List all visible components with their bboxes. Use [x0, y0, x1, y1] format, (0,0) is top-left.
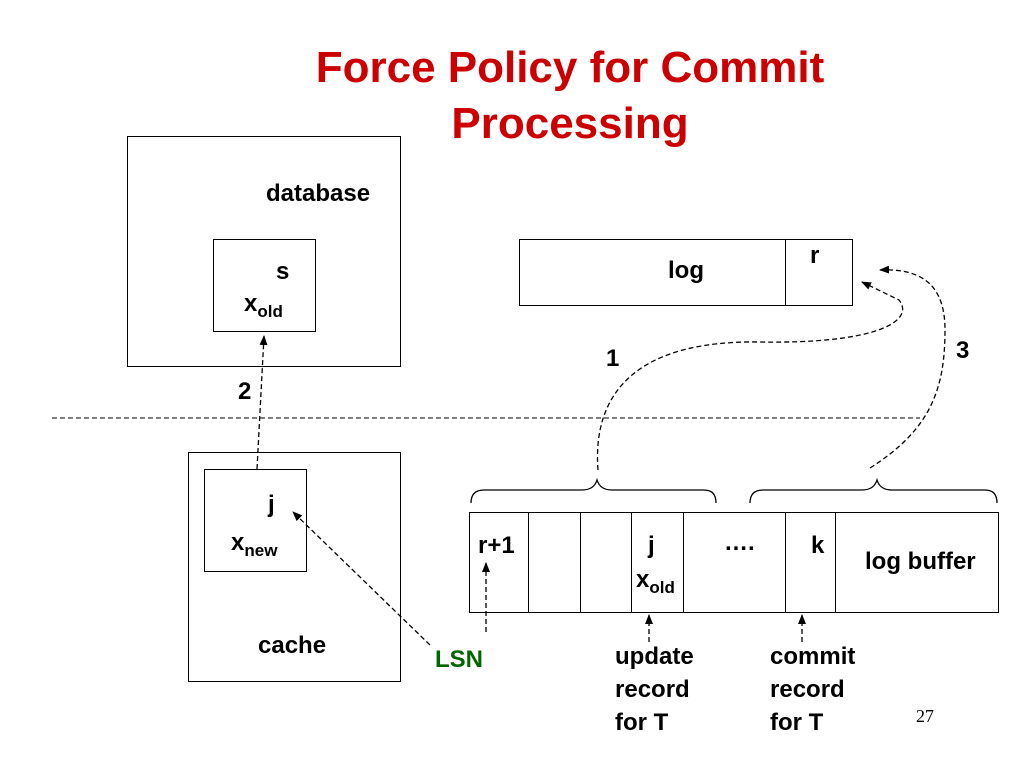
update-record-line: update: [615, 643, 694, 670]
log-buffer-divider: [528, 512, 529, 613]
log-buffer-divider: [631, 512, 632, 613]
commit-record-line: for T: [770, 709, 824, 736]
log-label: log: [668, 257, 704, 284]
cache-page-value: xnew: [231, 530, 277, 564]
log-buffer-divider: [580, 512, 581, 613]
update-record-line: for T: [615, 709, 669, 736]
log-buffer-box: [469, 512, 999, 613]
log-tail-label: r: [810, 242, 820, 269]
log-buffer-update-cell: j: [648, 532, 655, 559]
log-tail-divider: [785, 239, 786, 306]
step-2-arrow: [256, 335, 268, 470]
commit-record-line: record: [770, 676, 845, 703]
database-page-value: xold: [244, 291, 283, 325]
database-box: [127, 136, 401, 367]
title-line-1: Force Policy for Commit: [315, 43, 825, 92]
log-buffer-ellipsis: ….: [724, 529, 755, 556]
cache-page-box: [204, 469, 307, 572]
database-value-var: x: [244, 290, 258, 317]
cache-value-var: x: [231, 529, 245, 556]
log-buffer-divider: [835, 512, 836, 613]
commit-record-line: commit: [770, 643, 856, 670]
log-buffer-commit-cell: k: [811, 532, 825, 559]
database-label: database: [266, 180, 371, 207]
cache-value-sub: new: [244, 541, 278, 560]
log-buffer-divider: [683, 512, 684, 613]
database-value-sub: old: [257, 302, 283, 321]
log-buffer-first-cell: r+1: [478, 532, 515, 559]
log-buffer-brace-left: [470, 477, 717, 504]
log-buffer-update-sub: old: [649, 578, 675, 597]
cache-page-id: j: [268, 491, 275, 518]
log-buffer-update-var: x: [636, 566, 650, 593]
log-buffer-brace-right: [749, 477, 998, 504]
lsn-label: LSN: [435, 646, 483, 673]
step-2-label: 2: [238, 378, 252, 405]
slide-title: Force Policy for Commit Processing: [240, 40, 900, 152]
lsn-arrow: [292, 511, 431, 646]
log-buffer-update-value: xold: [636, 567, 675, 601]
database-page-id: s: [276, 258, 290, 285]
step-3-arrow: [869, 265, 946, 469]
cache-label: cache: [258, 632, 327, 659]
page-number: 27: [916, 706, 934, 726]
log-buffer-divider: [785, 512, 786, 613]
log-buffer-label: log buffer: [865, 548, 976, 575]
title-line-2: Processing: [451, 99, 689, 148]
cache-box: [188, 452, 401, 682]
step-1-arrow: [596, 281, 904, 471]
step-1-label: 1: [606, 345, 620, 372]
log-box: [519, 239, 853, 306]
database-page-box: [213, 239, 316, 332]
step-3-label: 3: [956, 337, 970, 364]
update-record-line: record: [615, 676, 690, 703]
